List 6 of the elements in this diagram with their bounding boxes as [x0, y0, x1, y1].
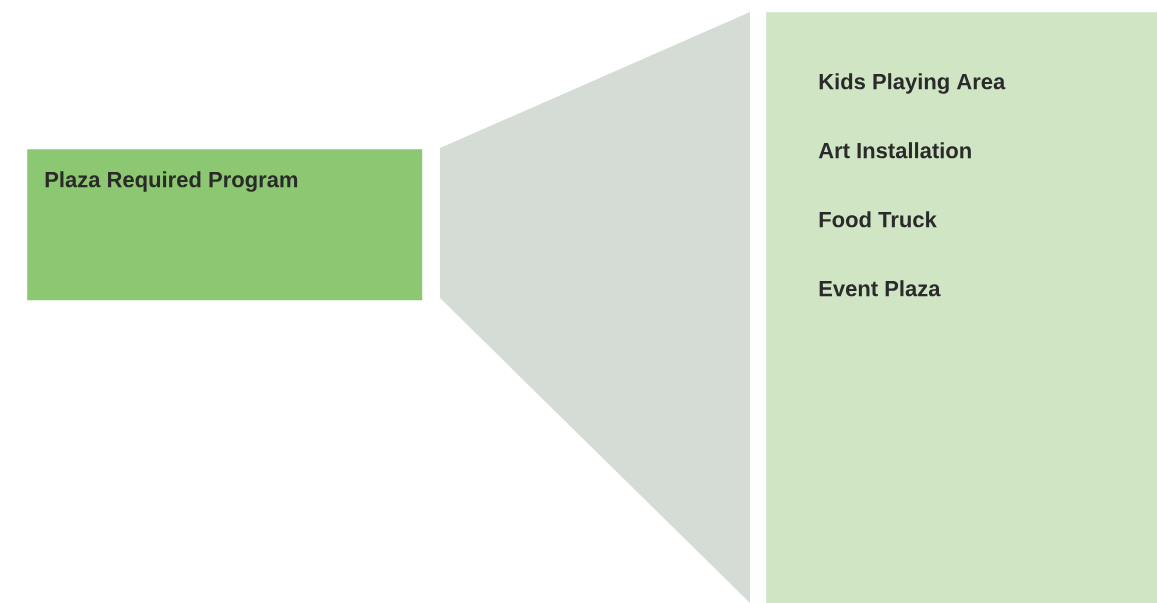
list-item: Art Installation — [818, 142, 971, 159]
program-box: Plaza Required Program — [27, 149, 423, 301]
funnel-shape — [440, 12, 750, 603]
list-item: Kids Playing Area — [819, 73, 1006, 94]
list-item: Food Truck — [819, 211, 937, 228]
list-item: Event Plaza — [819, 280, 941, 297]
